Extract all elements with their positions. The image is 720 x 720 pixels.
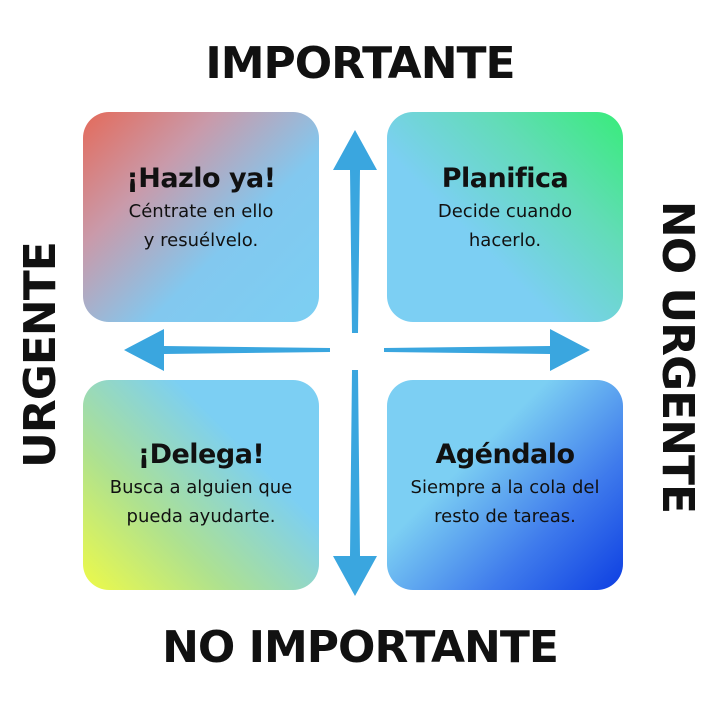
quadrant-description: Siempre a la cola del resto de tareas.: [410, 476, 600, 527]
quadrant-title: ¡Delega!: [137, 439, 265, 470]
quadrant-description: Busca a alguien que pueda ayudarte.: [109, 476, 293, 527]
quadrant-title: Agéndalo: [435, 439, 575, 470]
quadrant-title: Planifica: [441, 163, 569, 194]
axis-label-importante: IMPORTANTE: [205, 38, 515, 89]
arrow-right-icon: [384, 329, 590, 371]
quadrant-hazlo-ya: ¡Hazlo ya! Céntrate en ello y resuélvelo…: [83, 112, 319, 322]
quadrant-description: Céntrate en ello y resuélvelo.: [128, 200, 274, 251]
quadrant-delega: ¡Delega! Busca a alguien que pueda ayuda…: [83, 380, 319, 590]
arrow-left-icon: [124, 329, 330, 371]
arrow-down-icon: [333, 370, 377, 596]
quadrant-description: Decide cuando hacerlo.: [437, 200, 573, 251]
quadrant-title: ¡Hazlo ya!: [126, 163, 276, 194]
quadrant-agendalo: Agéndalo Siempre a la cola del resto de …: [387, 380, 623, 590]
axis-label-no-importante: NO IMPORTANTE: [162, 622, 559, 673]
arrow-up-icon: [333, 130, 377, 333]
quadrant-planifica: Planifica Decide cuando hacerlo.: [387, 112, 623, 322]
